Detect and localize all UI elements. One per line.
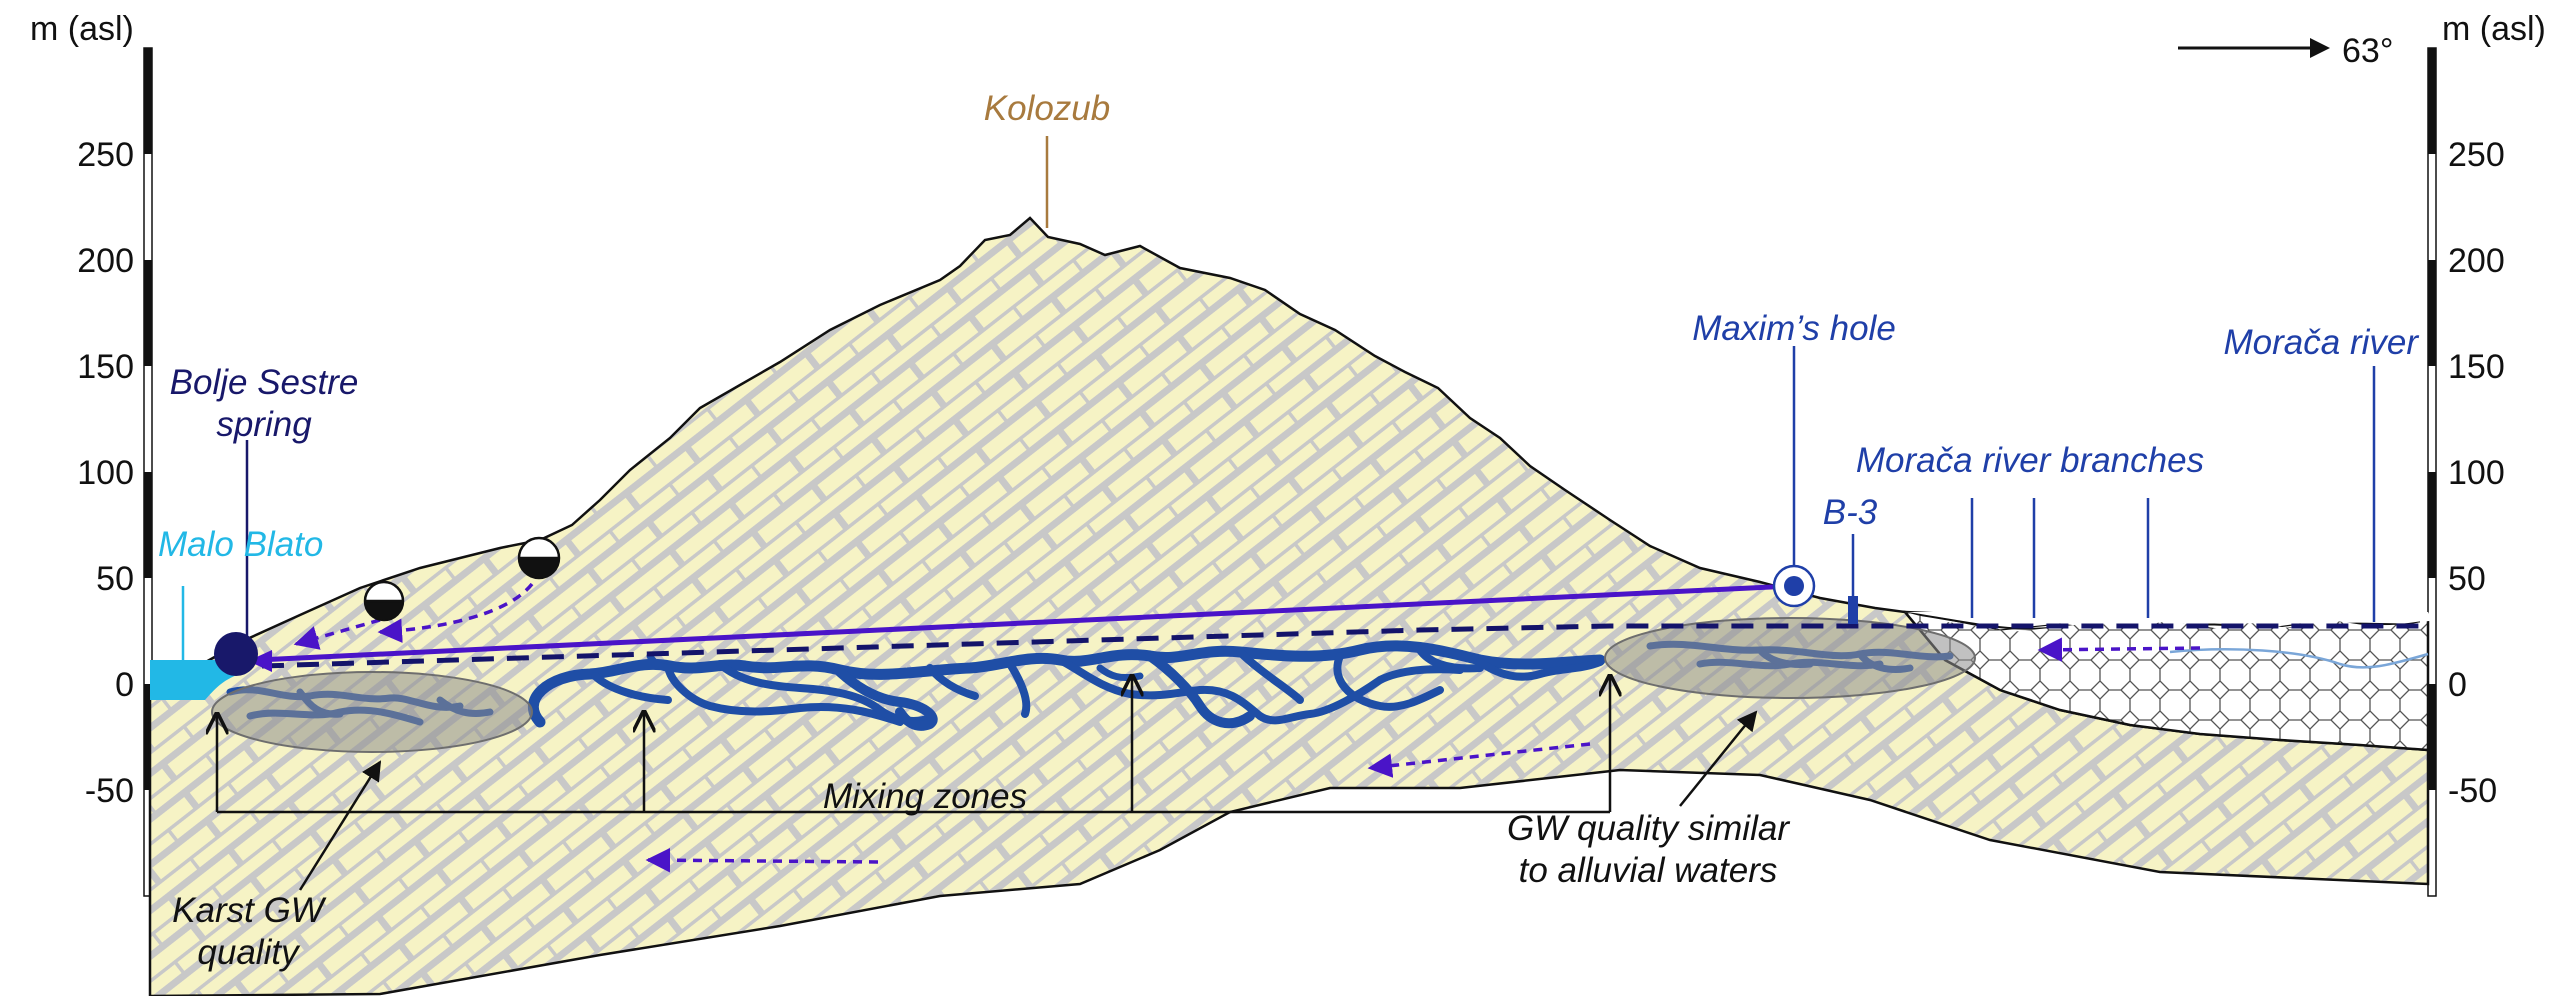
- gw-quality-label-line1: GW quality similar: [1507, 809, 1790, 848]
- right-tick-250: 250: [2448, 136, 2505, 174]
- gw-quality-leader: [1679, 710, 1758, 807]
- right-tick-minus50: -50: [2448, 772, 2497, 810]
- tracer-flow-line: [257, 583, 1793, 663]
- maxims-hole-label: Maxim’s hole: [1692, 309, 1896, 348]
- bolje-sestre-label-line1: Bolje Sestre: [170, 363, 359, 402]
- moraca-branches-label: Morača river branches: [1856, 441, 2204, 480]
- b3-borehole-icon: [1848, 596, 1858, 624]
- right-tick-200: 200: [2448, 242, 2505, 280]
- left-tick-100: 100: [77, 454, 134, 492]
- bolje-sestre-label-line2: spring: [216, 405, 312, 444]
- right-tick-100: 100: [2448, 454, 2505, 492]
- gw-quality-label-line2: to alluvial waters: [1519, 851, 1778, 890]
- orientation-label: 63°: [2342, 32, 2393, 70]
- orientation-indicator: 63°: [2178, 32, 2393, 70]
- left-tick-minus50: -50: [85, 772, 134, 810]
- kolozub-label: Kolozub: [984, 89, 1110, 128]
- water-table-alluvium: [2169, 648, 2429, 669]
- moraca-branch-leaders: [1970, 498, 2150, 618]
- left-tick-0: 0: [115, 666, 134, 704]
- bolje-sestre-spring-icon: [214, 632, 258, 676]
- moraca-river-label: Morača river: [2224, 323, 2420, 362]
- mixing-zones-bracket: [217, 676, 1610, 814]
- karst-quality-label-line2: quality: [197, 933, 301, 972]
- right-elevation-scale: m (asl) 250 200 150 100 50 0 -50: [2427, 10, 2546, 897]
- sinkhole-symbol-2: [517, 536, 561, 580]
- right-tick-0: 0: [2448, 666, 2467, 704]
- tracer-arrowhead: [248, 650, 272, 672]
- left-tick-200: 200: [77, 242, 134, 280]
- sinkhole-symbol-1: [363, 580, 405, 622]
- left-tick-150: 150: [77, 348, 134, 386]
- karst-conduit-network: [528, 640, 1606, 731]
- groundwater-level-dashed: [261, 623, 2428, 669]
- karst-quality-label-line1: Karst GW: [172, 891, 327, 930]
- right-tick-50: 50: [2448, 560, 2486, 598]
- left-tick-50: 50: [96, 560, 134, 598]
- left-tick-250: 250: [77, 136, 134, 174]
- limestone-massif: [148, 216, 2430, 996]
- right-axis-unit: m (asl): [2442, 10, 2546, 48]
- malo-blato-label: Malo Blato: [158, 525, 323, 564]
- mixing-zone-alluvial: [1604, 617, 1976, 699]
- karst-quality-leader: [298, 760, 382, 891]
- left-elevation-scale: m (asl) 250 200 150 100 50 0 -50: [30, 10, 153, 897]
- right-tick-150: 150: [2448, 348, 2505, 386]
- maxims-hole-icon: [1772, 564, 1816, 608]
- b3-label: B-3: [1823, 493, 1878, 532]
- mixing-zone-karst: [211, 671, 533, 753]
- left-axis-unit: m (asl): [30, 10, 134, 48]
- mixing-zones-label: Mixing zones: [823, 777, 1027, 816]
- groundwater-flow-arrows: [293, 582, 2201, 873]
- malo-blato-water: [150, 660, 240, 700]
